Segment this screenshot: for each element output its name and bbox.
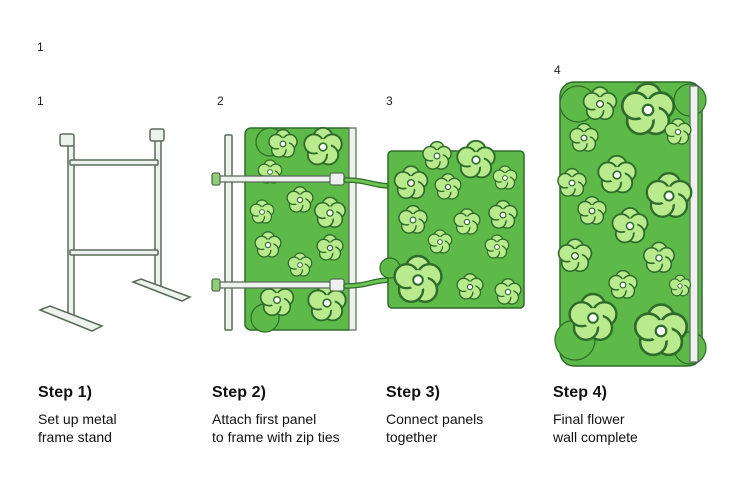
top-marker: 1 xyxy=(37,40,44,54)
step-3-description: Connect panels together xyxy=(386,411,484,445)
step-1-number: 1 xyxy=(37,94,44,108)
frame-with-first-panel xyxy=(211,126,357,333)
step-1-description: Set up metal frame stand xyxy=(38,411,117,445)
step-2-caption: Step 2) Attach first panel to frame with… xyxy=(212,384,387,446)
connected-panel xyxy=(379,139,525,309)
metal-frame-stand xyxy=(37,128,192,332)
final-flower-wall xyxy=(554,81,707,367)
step-4-caption: Step 4) Final flower wall complete xyxy=(553,384,723,446)
step-4-description: Final flower wall complete xyxy=(553,411,638,445)
illustration-canvas xyxy=(37,81,707,367)
step-3-number: 3 xyxy=(386,94,393,108)
step-4-number: 4 xyxy=(554,63,561,77)
step-3-title: Step 3) xyxy=(386,384,441,401)
step-2-number: 2 xyxy=(217,94,224,108)
step-2-title: Step 2) xyxy=(212,384,267,401)
step-1-caption: Step 1) Set up metal frame stand xyxy=(38,384,208,446)
step-4-title: Step 4) xyxy=(553,384,608,401)
step-3-caption: Step 3) Connect panels together xyxy=(386,384,556,446)
step-2-description: Attach first panel to frame with zip tie… xyxy=(212,411,340,445)
step-1-title: Step 1) xyxy=(38,384,93,401)
